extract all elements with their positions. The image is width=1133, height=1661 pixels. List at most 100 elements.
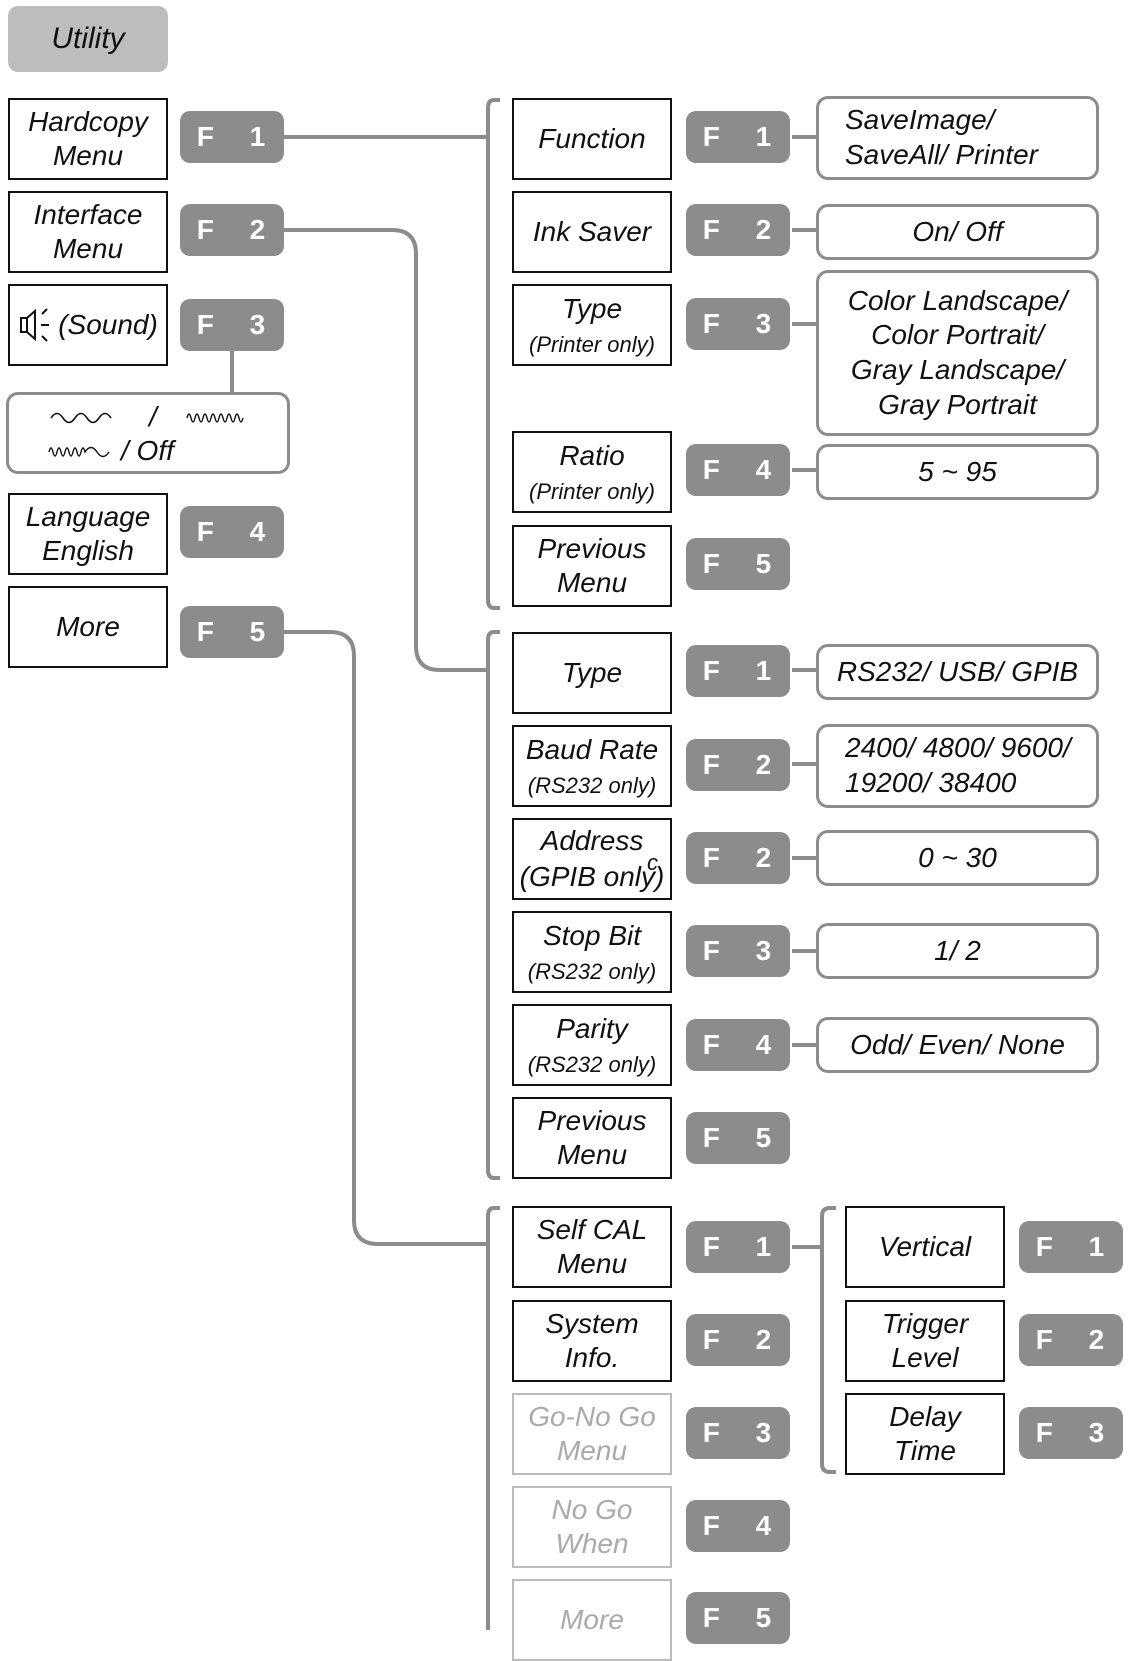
sound-menu-item[interactable]: (Sound) — [8, 284, 168, 366]
stop-bit-note: (RS232 only) — [527, 958, 657, 984]
ratio-item[interactable]: Ratio (Printer only) — [512, 431, 672, 513]
ink-saver-label: Ink Saver — [532, 216, 652, 248]
hardcopy-previous-line1: Previous — [537, 533, 647, 565]
ratio-label: Ratio — [559, 440, 625, 471]
main-f2-key[interactable]: F 2 — [180, 204, 284, 256]
parity-option: Odd/ Even/ None — [850, 1028, 1065, 1060]
hardcopy-f1-key[interactable]: F 1 — [686, 111, 790, 163]
interface-f4-key[interactable]: F 4 — [686, 1019, 790, 1071]
hardcopy-previous-menu-item[interactable]: Previous Menu — [512, 525, 672, 607]
type-printer-options: Color Landscape/ Color Portrait/ Gray La… — [816, 270, 1099, 436]
stop-bit-item[interactable]: Stop Bit (RS232 only) — [512, 911, 672, 993]
delay-time-line2: Time — [894, 1435, 956, 1466]
more-f5-key[interactable]: F 5 — [686, 1592, 790, 1644]
no-go-when-item: No Go When — [512, 1486, 672, 1568]
address-item[interactable]: Address (GPIB only) c — [512, 818, 672, 900]
trigger-level-line1: Trigger — [881, 1308, 969, 1340]
type-option-2: Color Portrait/ — [871, 319, 1044, 351]
more-f4-key[interactable]: F 4 — [686, 1500, 790, 1552]
stop-bit-label: Stop Bit — [542, 920, 642, 951]
no-go-when-line2: When — [555, 1528, 629, 1559]
language-label-line1: Language — [25, 501, 151, 533]
main-f3-key[interactable]: F 3 — [180, 299, 284, 351]
language-label-line2: English — [42, 535, 134, 566]
go-no-go-line1: Go-No Go — [528, 1401, 656, 1433]
interface-f2-key[interactable]: F 2 — [686, 739, 790, 791]
interface-f3-key[interactable]: F 3 — [686, 925, 790, 977]
more-f1-key[interactable]: F 1 — [686, 1221, 790, 1273]
parity-label: Parity — [556, 1013, 628, 1044]
selfcal-f3-key[interactable]: F 3 — [1019, 1407, 1123, 1459]
hardcopy-f4-key[interactable]: F 4 — [686, 444, 790, 496]
selfcal-f2-key[interactable]: F 2 — [1019, 1314, 1123, 1366]
baud-rate-label: Baud Rate — [525, 734, 659, 765]
self-cal-menu-item[interactable]: Self CAL Menu — [512, 1206, 672, 1288]
address-note: (GPIB only) — [519, 861, 665, 892]
go-no-go-menu-item: Go-No Go Menu — [512, 1393, 672, 1475]
hardcopy-menu-item[interactable]: Hardcopy Menu — [8, 98, 168, 180]
parity-item[interactable]: Parity (RS232 only) — [512, 1004, 672, 1086]
ratio-option: 5 ~ 95 — [918, 455, 997, 487]
parity-options: Odd/ Even/ None — [816, 1017, 1099, 1073]
selfcal-f1-key[interactable]: F 1 — [1019, 1221, 1123, 1273]
system-info-item[interactable]: System Info. — [512, 1300, 672, 1382]
type-note: (Printer only) — [529, 331, 655, 357]
type-label: Type — [561, 293, 623, 324]
self-cal-line2: Menu — [556, 1248, 628, 1279]
hardcopy-f5-key[interactable]: F 5 — [686, 538, 790, 590]
interface-f5-key[interactable]: F 5 — [686, 1112, 790, 1164]
interface-f2-address-key[interactable]: F 2 — [686, 832, 790, 884]
interface-previous-line1: Previous — [537, 1105, 647, 1137]
address-mark: c — [647, 850, 658, 875]
stop-bit-option: 1/ 2 — [934, 934, 981, 966]
interface-f1-key[interactable]: F 1 — [686, 645, 790, 697]
interface-label-line1: Interface — [33, 199, 143, 231]
delay-time-item[interactable]: Delay Time — [845, 1393, 1005, 1475]
ratio-options: 5 ~ 95 — [816, 444, 1099, 500]
interface-type-label: Type — [561, 657, 623, 689]
more-f3-key[interactable]: F 3 — [686, 1407, 790, 1459]
sound-sep-1: / — [149, 401, 157, 432]
more-f2-key[interactable]: F 2 — [686, 1314, 790, 1366]
address-options: 0 ~ 30 — [816, 830, 1099, 886]
baud-rate-options: 2400/ 4800/ 9600/ 19200/ 38400 — [816, 724, 1099, 808]
type-option-3: Gray Landscape/ — [850, 354, 1065, 385]
more-more-label: More — [560, 1604, 624, 1636]
system-info-line2: Info. — [564, 1342, 620, 1373]
stop-bit-options: 1/ 2 — [816, 923, 1099, 979]
hardcopy-f2-key[interactable]: F 2 — [686, 204, 790, 256]
trigger-level-item[interactable]: Trigger Level — [845, 1300, 1005, 1382]
ink-saver-options: On/ Off — [816, 204, 1099, 260]
interface-type-options: RS232/ USB/ GPIB — [816, 644, 1099, 700]
more-label: More — [56, 611, 120, 643]
sound-sep-off: / Off — [121, 435, 174, 466]
main-f4-key[interactable]: F 4 — [180, 506, 284, 558]
function-option-2: SaveAll/ Printer — [845, 139, 1038, 170]
more-menu-item[interactable]: More — [8, 586, 168, 668]
main-f1-key[interactable]: F 1 — [180, 111, 284, 163]
main-f5-key[interactable]: F 5 — [180, 606, 284, 658]
baud-rate-item[interactable]: Baud Rate (RS232 only) — [512, 725, 672, 807]
interface-type-item[interactable]: Type — [512, 632, 672, 714]
ratio-note: (Printer only) — [529, 478, 655, 504]
vertical-item[interactable]: Vertical — [845, 1206, 1005, 1288]
language-menu-item[interactable]: Language English — [8, 493, 168, 575]
hardcopy-f3-key[interactable]: F 3 — [686, 298, 790, 350]
ink-saver-item[interactable]: Ink Saver — [512, 191, 672, 273]
type-printer-item[interactable]: Type (Printer only) — [512, 284, 672, 366]
address-label: Address — [540, 825, 644, 857]
function-options: SaveImage/ SaveAll/ Printer — [816, 96, 1099, 180]
speaker-icon — [20, 308, 50, 342]
hardcopy-label-line2: Menu — [52, 140, 124, 171]
go-no-go-line2: Menu — [556, 1435, 628, 1466]
hardcopy-previous-line2: Menu — [556, 567, 628, 598]
hardcopy-label-line1: Hardcopy — [28, 106, 148, 138]
trigger-level-line2: Level — [891, 1342, 959, 1373]
interface-menu-item[interactable]: Interface Menu — [8, 191, 168, 273]
interface-previous-menu-item[interactable]: Previous Menu — [512, 1097, 672, 1179]
type-option-1: Color Landscape/ — [847, 284, 1068, 316]
function-item[interactable]: Function — [512, 98, 672, 180]
baud-rate-note: (RS232 only) — [527, 772, 657, 798]
fast-wave-icon — [186, 413, 244, 423]
baud-rate-option-2: 19200/ 38400 — [845, 767, 1017, 798]
